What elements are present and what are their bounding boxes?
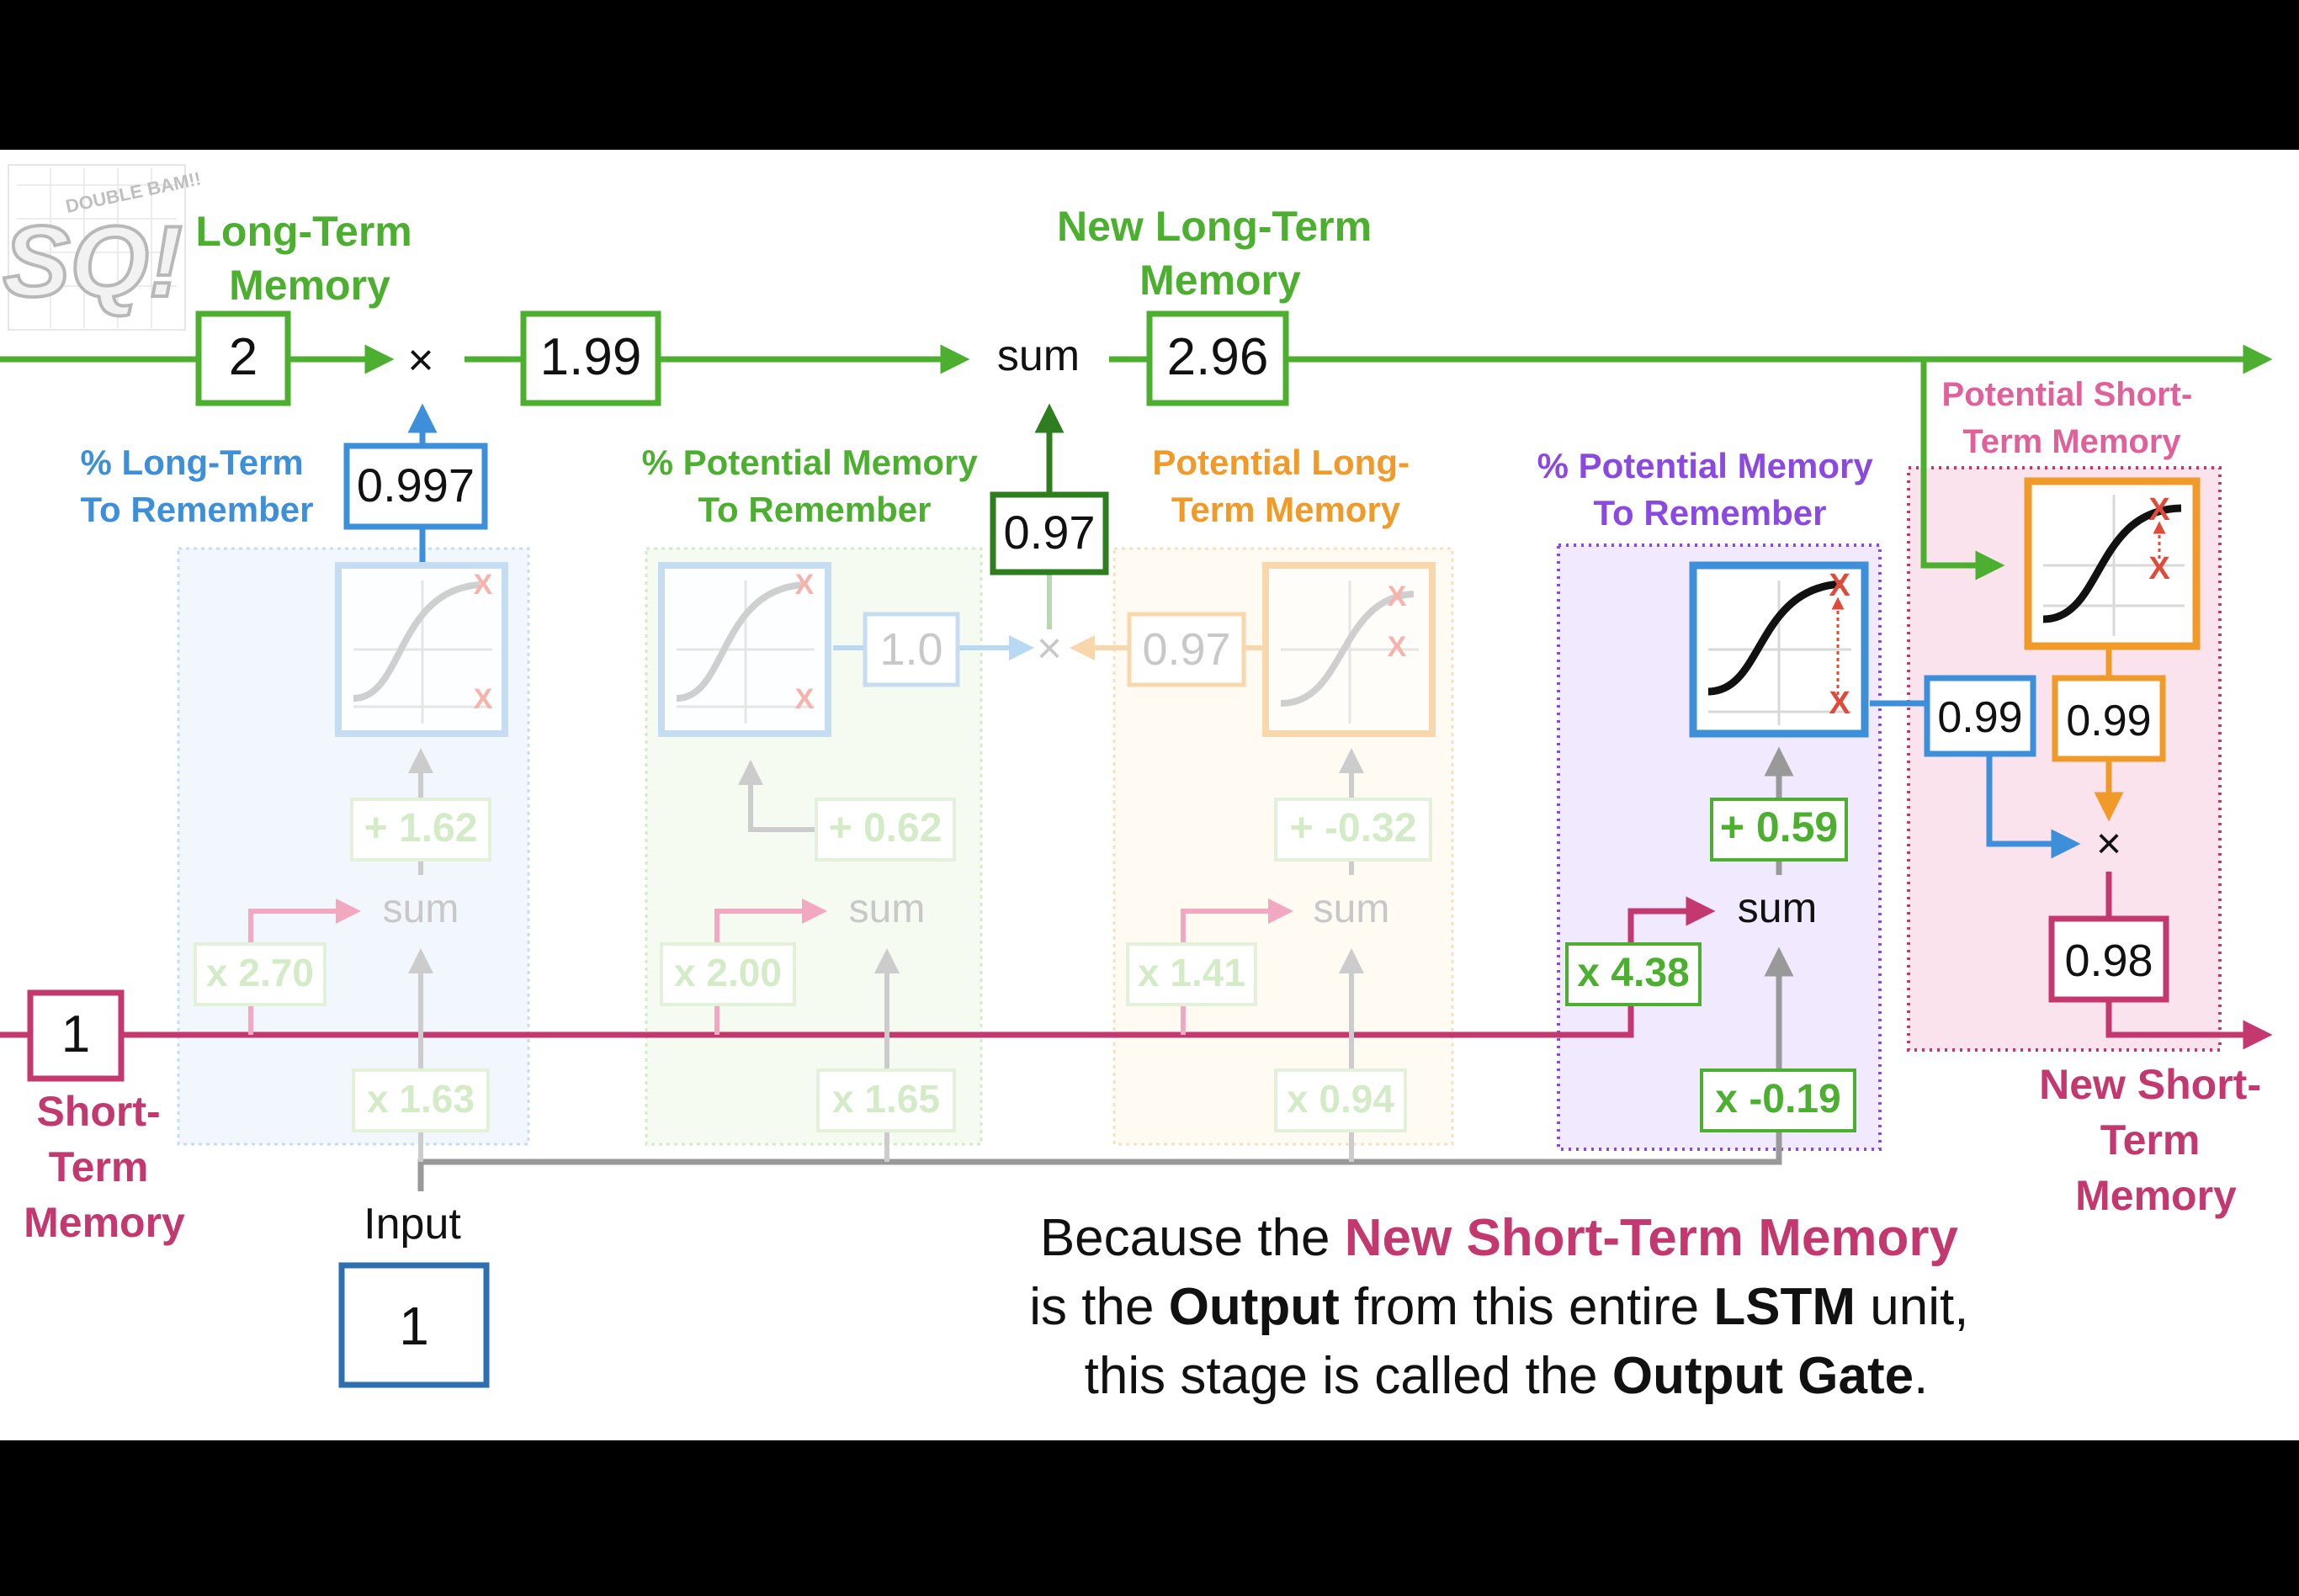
output-input-weight-value: x -0.19 [1715,1077,1840,1121]
svg-text:X: X [795,683,815,715]
potential-stm-tanh-plot: X X [2024,477,2201,650]
faded-tanh-plot: X X [1262,562,1436,737]
stm-new-box [2048,915,2169,1003]
svg-text:X: X [1388,581,1407,612]
faded-times-op: × [1037,624,1062,673]
label-pct-potential-memory-2: % Potential Memory To Remember [1537,446,1883,533]
output-stm-weight-value: x 4.38 [1577,951,1689,995]
output-099-to-times [1986,754,2081,859]
svg-text:+ 0.62: + 0.62 [829,806,942,851]
faded-forget-weights: + 1.62 sum x 2.70 x 1.63 [194,798,491,1132]
stm-new-output-line [2105,999,2273,1050]
faded-input-sigmoid-weights: + 0.62 sum x 2.00 x 1.65 [660,798,956,1132]
ltm-new-box [1146,310,1289,406]
ltm-after-forget-value: 1.99 [540,328,642,386]
input-label: Input [364,1200,461,1249]
label-short-term-memory: Short- Term Memory [24,1088,185,1246]
label-potential-short-term: Potential Short- Term Memory [1942,376,2202,460]
faded-input-tanh-value: 0.97 [1142,624,1230,675]
svg-text:sum: sum [1314,887,1390,931]
label-potential-long-term: Potential Long- Term Memory [1152,443,1419,529]
ltm-branch-to-tanh [1920,359,2005,581]
ltm-in-box [195,310,291,406]
svg-text:+ 1.62: + 1.62 [364,806,478,851]
caption: Because the New Short-Term Memory is the… [1029,1209,1983,1405]
faded-input-tanh-box [1127,612,1246,687]
tanh-x-bottom: X [2148,551,2170,586]
svg-text:X: X [795,569,815,601]
faded-input-tanh-weights: + -0.32 sum x 1.41 x 0.94 [1126,798,1432,1132]
stm-in-value: 1 [61,1005,90,1063]
output-sig-value: 0.99 [1937,693,2022,742]
faded-input-sigmoid-plot: X X [658,562,831,737]
tanh-x-top: X [2148,492,2170,528]
svg-text:x 2.00: x 2.00 [674,951,782,994]
svg-text:X: X [474,569,493,601]
label-pct-potential-memory-1: % Potential Memory To Remember [642,443,988,529]
input-box [338,1262,490,1388]
output-input-weight-box [1700,1068,1856,1132]
ltm-in-value: 2 [229,328,258,386]
label-new-short-term-memory: New Short- Term Memory [2039,1061,2273,1219]
output-tanh-value: 0.99 [2066,697,2151,745]
output-sigmoid-plot: X X [1689,561,1869,738]
svg-text:sum: sum [383,887,459,931]
ltm-sum-op: sum [997,331,1080,380]
output-bias-box [1710,798,1848,862]
faded-forget-sigmoid-plot: X X [335,562,508,737]
output-bias-value: + 0.59 [1720,803,1838,851]
output-stm-weight-box [1565,942,1702,1006]
output-sum-op: sum [1738,884,1817,931]
input-gate-product-value: 0.97 [1004,506,1096,559]
svg-text:sum: sum [849,887,926,931]
ltm-new-value: 2.96 [1167,328,1269,386]
statquest-logo: DOUBLE BAM!! SQ! [1,164,203,331]
input-value: 1 [399,1296,429,1356]
ltm-times-op: × [407,335,434,385]
output-gate-weights: + 0.59 sum x 4.38 x -0.19 [1565,798,1856,1132]
output-sigmoid-x-bottom: X [1829,686,1850,721]
svg-text:X: X [1388,631,1407,663]
output-times-op: × [2096,819,2121,868]
svg-text:X: X [474,683,493,715]
svg-text:+ -0.32: + -0.32 [1290,806,1417,851]
svg-text:x 0.94: x 0.94 [1287,1077,1394,1121]
output-sig-box [1924,675,2036,757]
faded-input-sig-value: 1.0 [879,624,942,675]
svg-text:x 1.63: x 1.63 [367,1077,475,1121]
label-pct-long-term: % Long-Term To Remember [81,443,314,529]
faded-input-sig-box [863,612,960,687]
logo-letters: SQ! [3,205,182,318]
ltm-after-forget-box [520,310,661,406]
input-line [417,946,1794,1191]
output-sigmoid-x-top: X [1829,568,1850,603]
forget-gate-out-box [343,443,488,530]
svg-text:x 1.65: x 1.65 [832,1077,940,1121]
forget-gate-out-value: 0.997 [357,459,475,512]
input-gate-product-box [990,491,1109,575]
label-long-term-memory: Long-Term Memory [195,208,423,309]
output-tanh-box [2052,675,2166,762]
stm-in-box [27,989,125,1082]
stm-new-value: 0.98 [2064,936,2153,986]
label-new-long-term-memory: New Long-Term Memory [1057,203,1383,304]
svg-text:x 2.70: x 2.70 [206,951,314,994]
faded-sum-up-2 [738,760,816,832]
svg-text:x 1.41: x 1.41 [1138,951,1245,994]
